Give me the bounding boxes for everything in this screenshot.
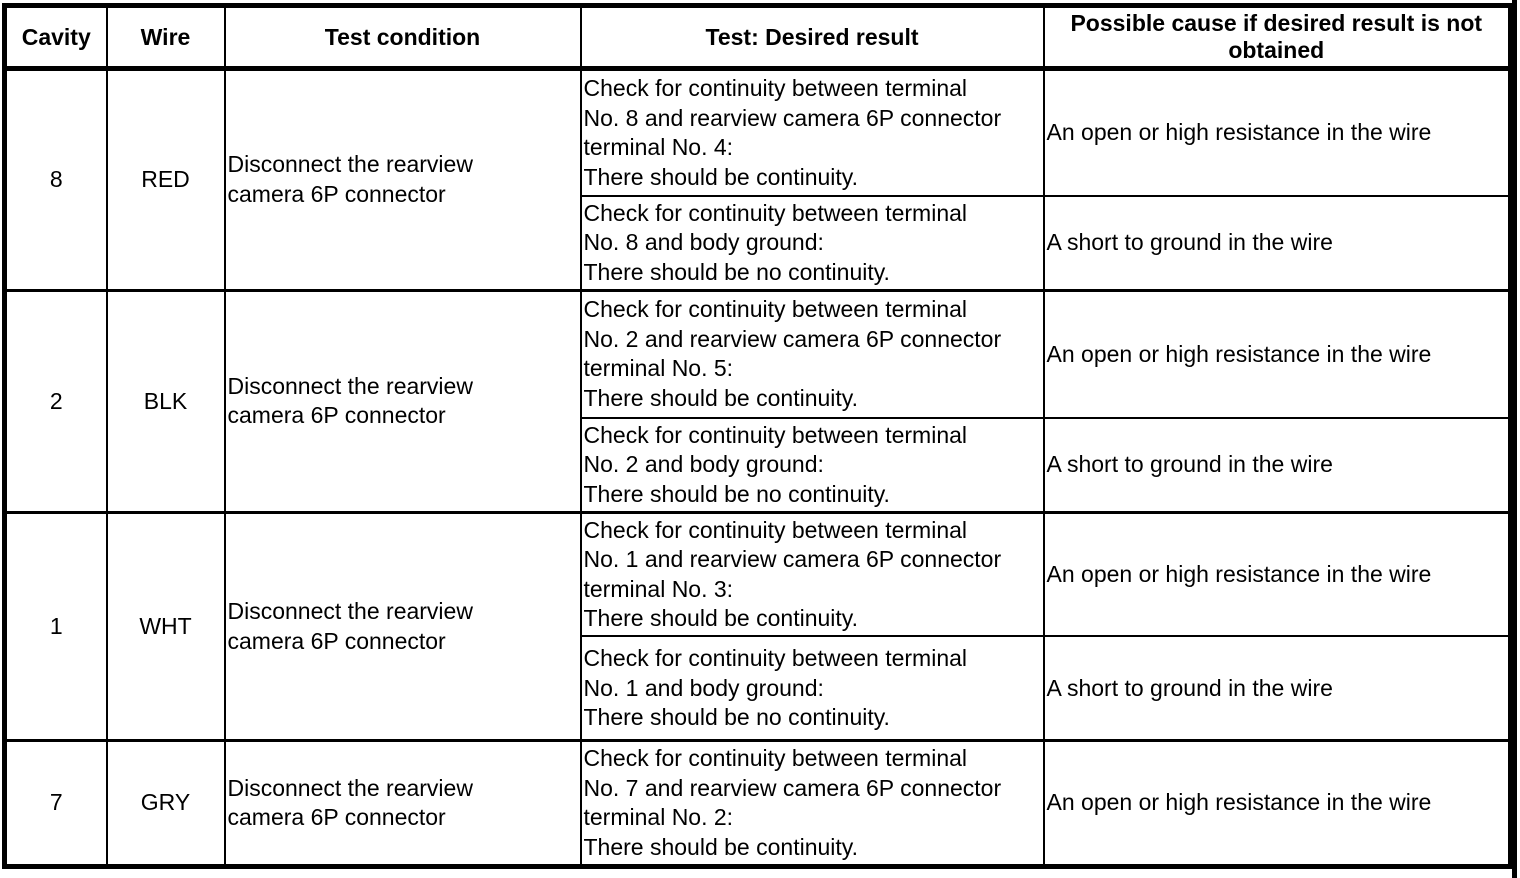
desired-result-cell: Check for continuity between terminal No…	[579, 288, 1045, 420]
desired-result-cell: Check for continuity between terminal No…	[579, 195, 1045, 292]
desired-result-cell: Check for continuity between terminal No…	[579, 635, 1045, 742]
header-test-condition: Test condition	[223, 4, 582, 71]
table-subrow: Check for continuity between terminal No…	[5, 635, 1512, 742]
possible-cause-cell: An open or high resistance in the wire	[1042, 67, 1512, 198]
desired-result-cell: Check for continuity between terminal No…	[579, 67, 1045, 198]
possible-cause-cell: An open or high resistance in the wire	[1042, 510, 1512, 638]
wire-cell: WHT	[105, 510, 226, 742]
wire-cell: BLK	[105, 288, 226, 514]
test-condition-cell: Disconnect the rearview camera 6P connec…	[223, 67, 582, 292]
header-row: Cavity Wire Test condition Test: Desired…	[3, 4, 1512, 71]
desired-result-cell: Check for continuity between terminal No…	[579, 417, 1045, 514]
possible-cause-cell: An open or high resistance in the wire	[1042, 739, 1512, 868]
table-subrow: Check for continuity between terminal No…	[5, 417, 1512, 514]
wire-cell: RED	[105, 67, 226, 292]
possible-cause-cell: A short to ground in the wire	[1042, 417, 1512, 514]
cavity-cell: 8	[3, 67, 108, 292]
possible-cause-cell: An open or high resistance in the wire	[1042, 288, 1512, 420]
cavity-cell: 2	[3, 288, 108, 514]
header-cavity: Cavity	[3, 4, 108, 71]
test-condition-cell: Disconnect the rearview camera 6P connec…	[223, 510, 582, 742]
table-subrow: Check for continuity between terminal No…	[5, 195, 1512, 292]
desired-result-cell: Check for continuity between terminal No…	[579, 739, 1045, 868]
possible-cause-cell: A short to ground in the wire	[1042, 195, 1512, 292]
page-frame-line	[1512, 0, 1517, 878]
cavity-cell: 1	[3, 510, 108, 742]
header-wire: Wire	[105, 4, 226, 71]
test-condition-cell: Disconnect the rearview camera 6P connec…	[223, 288, 582, 514]
desired-result-cell: Check for continuity between terminal No…	[579, 510, 1045, 638]
wire-cell: GRY	[105, 739, 226, 868]
header-possible-cause: Possible cause if desired result is not …	[1042, 4, 1512, 71]
diagnostic-table: Cavity Wire Test condition Test: Desired…	[2, 3, 1513, 869]
test-condition-cell: Disconnect the rearview camera 6P connec…	[223, 739, 582, 868]
header-desired-result: Test: Desired result	[579, 4, 1045, 71]
cavity-cell: 7	[3, 739, 108, 868]
possible-cause-cell: A short to ground in the wire	[1042, 635, 1512, 742]
